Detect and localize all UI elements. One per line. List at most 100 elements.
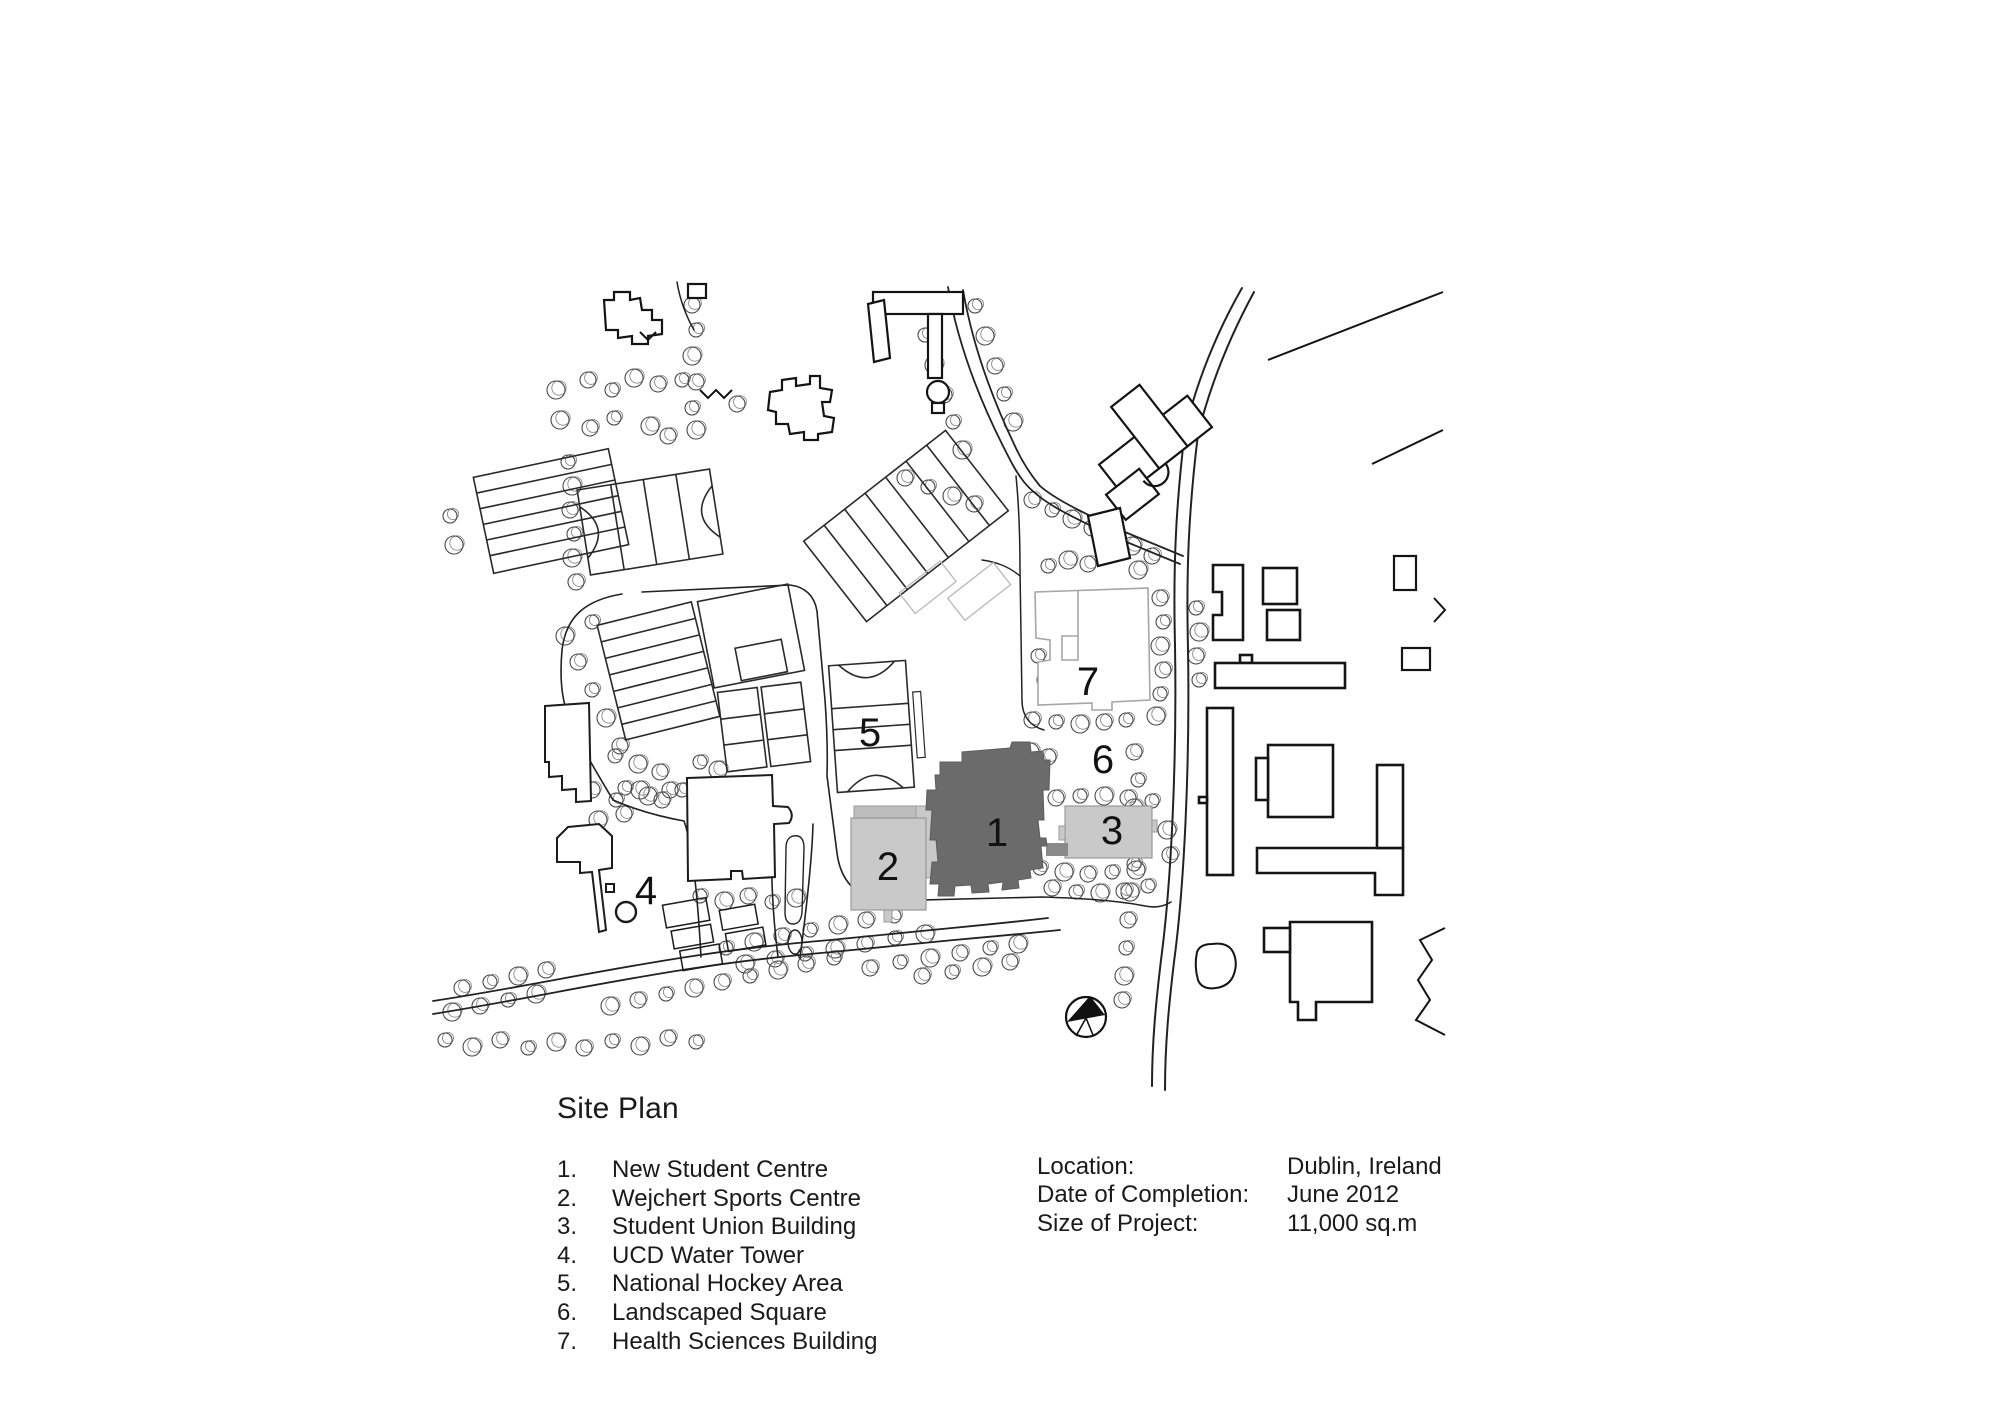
plan-marker-1: 1: [986, 811, 1008, 855]
tree-icon: [584, 613, 602, 630]
tree-icon: [1048, 713, 1066, 730]
existing-sports-building: [685, 773, 793, 883]
tree-icon: [1130, 771, 1148, 788]
tree-icon: [967, 297, 985, 314]
tree-icon: [1104, 863, 1122, 880]
legend-item: 7.Health Sciences Building: [557, 1328, 878, 1357]
building-3: [1058, 805, 1158, 859]
tree-icon: [1054, 862, 1075, 882]
tree-icon: [1058, 550, 1079, 570]
tree-icon: [651, 763, 670, 781]
tree-icon: [857, 911, 876, 929]
page-title: Site Plan: [557, 1092, 679, 1125]
tree-icon: [1126, 860, 1147, 880]
tree-icon: [491, 1031, 510, 1049]
project-info-row: Size of Project:11,000 sq.m: [1037, 1210, 1442, 1238]
tree-icon: [687, 373, 706, 391]
basketball-court-nw: [576, 468, 724, 576]
tree-icon: [913, 967, 932, 985]
tree-icon: [682, 346, 703, 366]
legend-item-label: Health Sciences Building: [612, 1327, 878, 1355]
building-jagged-n: [766, 374, 836, 442]
tree-icon: [1128, 560, 1149, 580]
parking-grid-w: [596, 600, 721, 741]
tree-icon: [828, 915, 849, 935]
plan-marker-7: 7: [1077, 660, 1099, 704]
tree-icon: [1157, 820, 1178, 840]
tree-icon: [1119, 911, 1138, 929]
context-buildings: [602, 282, 1447, 1036]
legend-item: 5.National Hockey Area: [557, 1270, 878, 1299]
tree-icon: [508, 966, 529, 986]
building-2: [850, 817, 927, 911]
north-arrow: [1064, 995, 1108, 1039]
tree-icon: [653, 791, 672, 809]
tree-icon: [1118, 939, 1136, 956]
tree-icon: [567, 573, 586, 591]
tree-icon: [659, 427, 678, 445]
tree-icon: [462, 1037, 483, 1057]
tree-icon: [624, 368, 645, 388]
plan-marker-2: 2: [877, 845, 899, 889]
parking-grid-nw: [472, 447, 630, 575]
tree-icon: [920, 948, 941, 968]
tree-icon: [975, 326, 996, 346]
legend-item: 1.New Student Centre: [557, 1156, 878, 1185]
project-info-value: June 2012: [1287, 1181, 1400, 1209]
tree-icon: [1079, 555, 1098, 573]
tennis-grids: [716, 681, 812, 773]
tree-icon: [629, 991, 648, 1009]
project-info-label: Date of Completion:: [1037, 1181, 1250, 1209]
tree-icon: [604, 1032, 622, 1049]
building-1: [925, 741, 1051, 897]
tree-icon: [596, 708, 617, 728]
tree-icon: [951, 944, 970, 962]
sports-courts: [472, 429, 1012, 794]
tree-icon: [617, 779, 635, 796]
tree-icon: [630, 1036, 651, 1056]
tree-icon: [649, 375, 668, 393]
tree-icon: [688, 1033, 706, 1050]
tree-icon: [453, 979, 472, 997]
pond-outline: [1194, 942, 1237, 990]
tree-icon: [1152, 685, 1170, 702]
tree-icon: [579, 371, 598, 389]
tree-icon: [861, 959, 880, 977]
tree-icon: [892, 953, 910, 970]
tree-icon: [714, 891, 735, 911]
legend-item: 6.Landscaped Square: [557, 1299, 878, 1328]
tree-icon: [1150, 636, 1171, 656]
link-building-1-3: [1046, 843, 1068, 856]
tree-icon: [1008, 934, 1029, 954]
tree-icon: [560, 453, 578, 470]
tree-icon: [1154, 661, 1173, 679]
tree-icon: [1125, 743, 1144, 761]
tree-icon: [1043, 879, 1062, 897]
tree-icon: [546, 380, 567, 400]
tree-icon: [437, 1031, 455, 1048]
tree-icon: [920, 478, 938, 495]
tree-icon: [684, 399, 702, 416]
tree-icon: [581, 419, 600, 437]
tree-icon: [628, 754, 649, 774]
tree-icon: [550, 410, 571, 430]
legend-item-number: 2.: [557, 1184, 578, 1212]
football-pitch: [802, 429, 1010, 623]
tree-icon: [575, 1039, 594, 1057]
plan-marker-4: 4: [635, 869, 657, 913]
project-info-value: 11,000 sq.m: [1287, 1209, 1418, 1237]
site-buildings: [850, 741, 1158, 923]
tree-icon: [606, 409, 624, 426]
court-with-inner-rect: [696, 583, 806, 689]
tree-icon: [1079, 865, 1098, 883]
tree-icon: [1094, 786, 1115, 806]
tree-icon: [797, 955, 816, 973]
tree-icon: [674, 371, 692, 388]
tree-icon: [1040, 557, 1058, 574]
legend-item-number: 5.: [557, 1270, 578, 1298]
legend-item-number: 4.: [557, 1241, 578, 1269]
tree-icon: [1118, 711, 1136, 728]
tree-icon: [640, 416, 661, 436]
